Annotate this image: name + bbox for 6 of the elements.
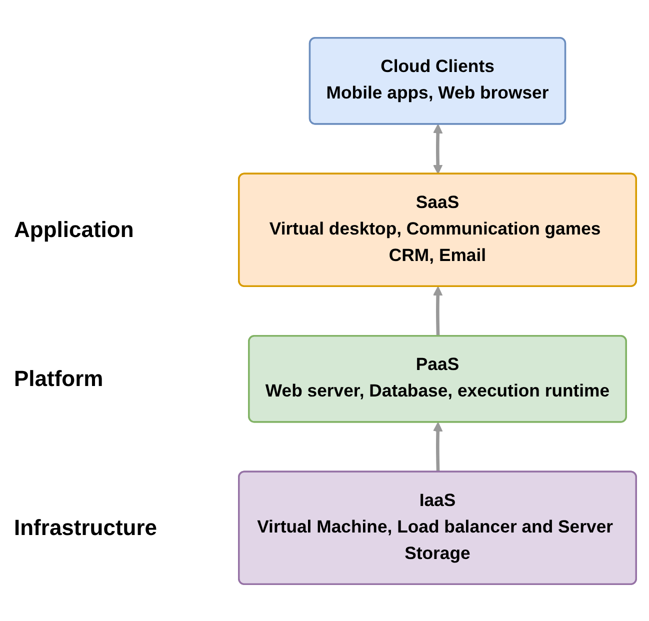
layer-label: Application [14,216,134,243]
arrow [433,124,443,174]
layer-label: Platform [14,366,104,392]
arrow [433,286,443,336]
arrow [433,422,443,472]
layer-label: Infrastructure [14,514,158,541]
